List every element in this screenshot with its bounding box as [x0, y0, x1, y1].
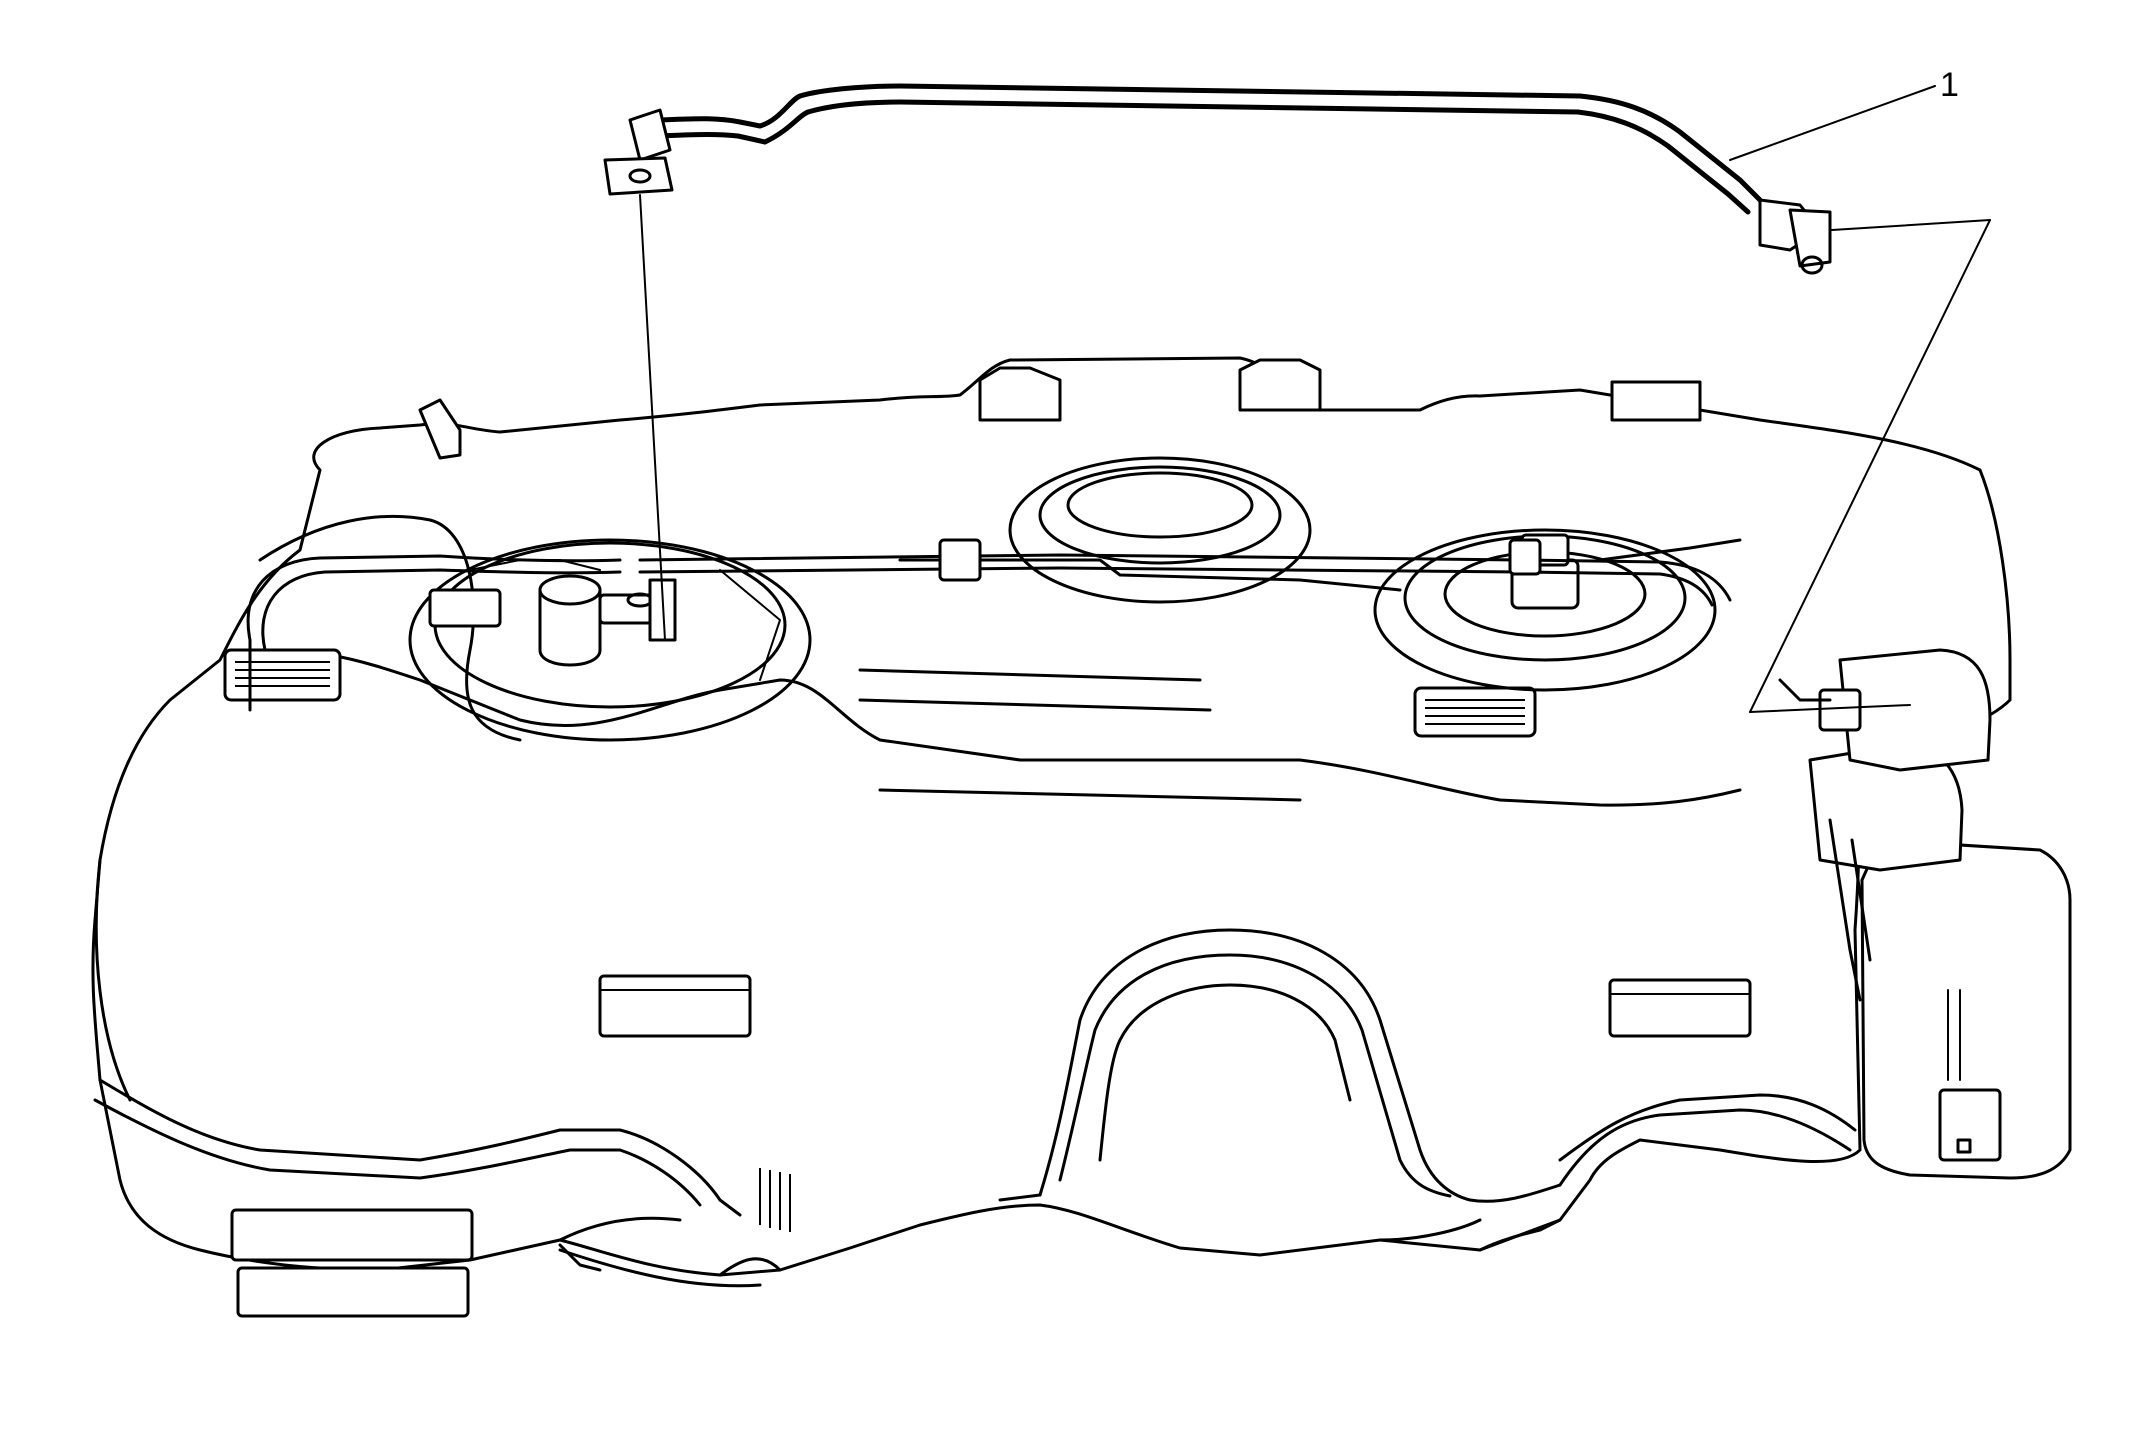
mounting-pads	[230, 974, 1752, 1318]
ribbed-tabs	[223, 648, 1537, 738]
tank-dome	[1008, 456, 1312, 604]
top-brackets	[418, 358, 1702, 460]
tank-rib-hatch	[759, 1168, 791, 1232]
evap-canister	[1778, 648, 2072, 1180]
fuel-tank	[91, 356, 2012, 1288]
fuel-feed-lines	[246, 538, 1742, 712]
assembly-leaders	[639, 85, 1991, 713]
evap-vent-pipe	[603, 83, 1832, 275]
callout-label-1: 1	[1940, 66, 1959, 104]
fuel-pump-module-left	[408, 538, 812, 742]
